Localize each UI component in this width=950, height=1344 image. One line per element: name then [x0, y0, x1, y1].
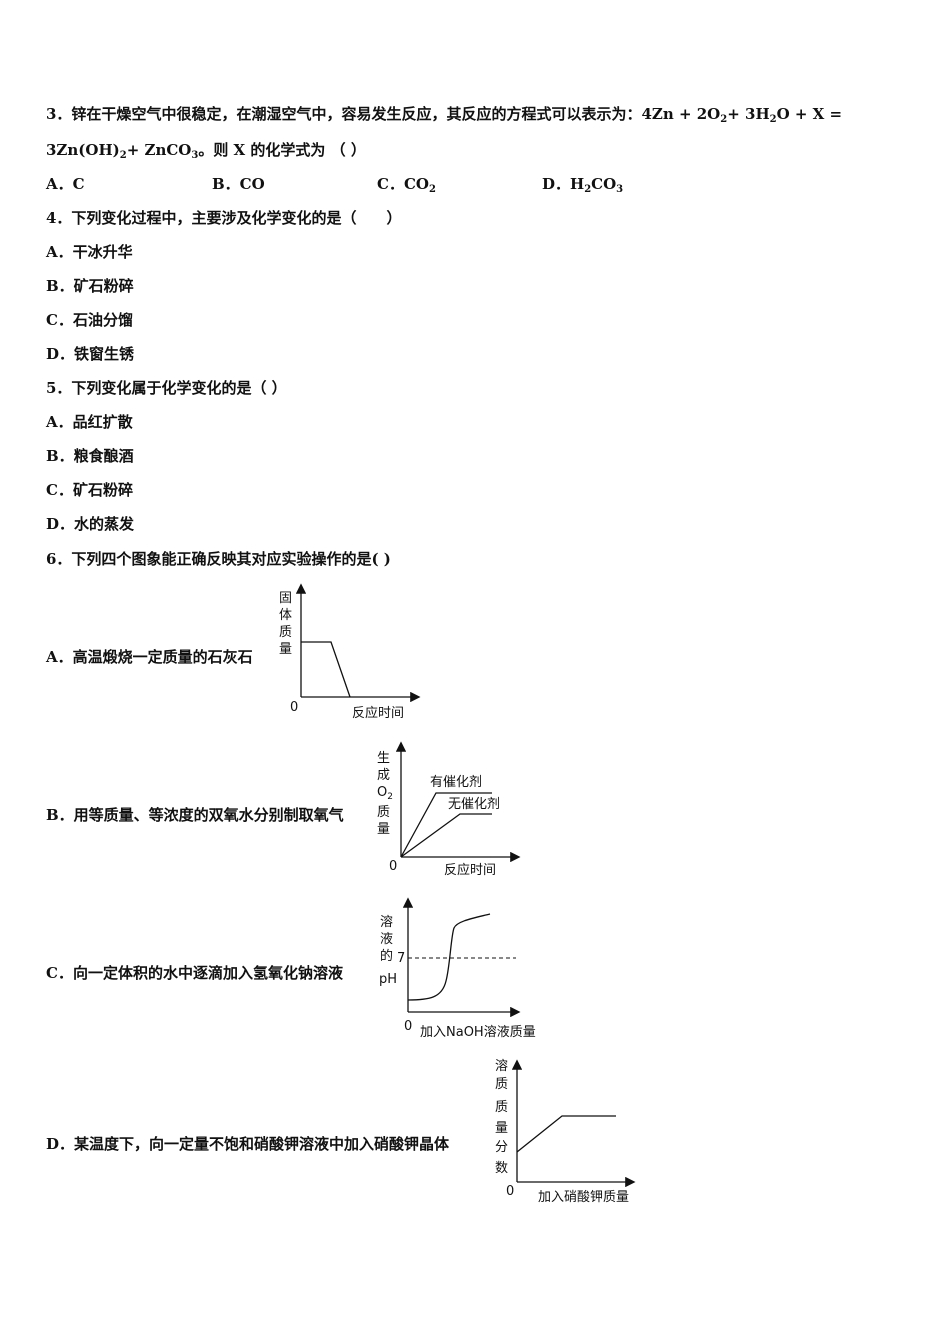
- x-label: 加入硝酸钾质量: [538, 1190, 629, 1205]
- series-without-catalyst: 无催化剂: [448, 797, 500, 812]
- curve-with-catalyst: [400, 792, 492, 858]
- series-with-catalyst: 有催化剂: [430, 775, 482, 790]
- q4-option-a: A．干冰升华: [46, 243, 133, 261]
- graph-a: 固 体 质 量 0 反应时间: [270, 578, 430, 727]
- q3-option-b: B．CO: [212, 175, 265, 193]
- curve-solid-mass: [301, 641, 351, 698]
- y-label-2: 质: [495, 1100, 508, 1115]
- y-label-0: 溶: [495, 1059, 508, 1074]
- q5-option-c: C．矿石粉碎: [46, 481, 133, 499]
- y-label-3: 量: [495, 1121, 508, 1136]
- tick-7: 7: [397, 951, 405, 966]
- curve-without-catalyst: [400, 813, 492, 858]
- curve-mass-fraction: [516, 1115, 616, 1153]
- q4-option-c: C．石油分馏: [46, 311, 133, 329]
- q4-stem: 4．下列变化过程中，主要涉及化学变化的是（ ）: [46, 209, 402, 227]
- x-label: 反应时间: [444, 862, 496, 878]
- y-label-0: 固: [279, 591, 292, 606]
- q6-stem: 6．下列四个图象能正确反映其对应实验操作的是( ): [46, 550, 391, 568]
- q3-option-d: D．H2CO3: [542, 175, 624, 195]
- y-label-0: 溶: [380, 915, 393, 930]
- y-label-2: 的: [380, 948, 393, 964]
- q4-option-d: D．铁窗生锈: [46, 345, 135, 363]
- q3-line2: 3Zn(OH)2+ ZnCO3。则 X 的化学式为 （ ）: [46, 141, 366, 161]
- origin: 0: [404, 1019, 412, 1034]
- y-label-2: 质: [279, 625, 292, 640]
- graph-b: 有催化剂 无催化剂 生 成 O2 质 量 0 反应时间: [372, 738, 532, 887]
- y-label-5: 数: [495, 1161, 508, 1176]
- y-label-0: 生: [377, 751, 390, 766]
- q5-option-a: A．品红扩散: [46, 413, 133, 431]
- y-label-2: O2: [377, 785, 393, 802]
- curve-ph: [407, 913, 491, 1001]
- graph-d: 溶 质 质 量 分 数 0 加入硝酸钾质量: [486, 1056, 656, 1212]
- y-label-1: 成: [377, 768, 390, 783]
- x-label: 反应时间: [352, 705, 404, 721]
- q3-option-c: C．CO2: [377, 175, 436, 195]
- y-label-1: 质: [495, 1077, 508, 1092]
- q5-stem: 5．下列变化属于化学变化的是（ ）: [46, 379, 287, 397]
- y-label-1: 液: [380, 932, 393, 947]
- q4-option-b: B．矿石粉碎: [46, 277, 134, 295]
- y-label-4: 分: [495, 1140, 508, 1155]
- y-label-3: 量: [279, 642, 292, 657]
- q3-option-a: A．C: [46, 175, 85, 193]
- q5-option-d: D．水的蒸发: [46, 515, 135, 533]
- q6-option-b-label: B．用等质量、等浓度的双氧水分别制取氧气: [46, 806, 344, 824]
- q5-option-b: B．粮食酿酒: [46, 447, 134, 465]
- origin: 0: [290, 700, 298, 715]
- y-label-1: 体: [279, 608, 292, 623]
- q6-option-c-label: C．向一定体积的水中逐滴加入氢氧化钠溶液: [46, 964, 343, 982]
- q3-line1: 3．锌在干燥空气中很稳定，在潮湿空气中，容易发生反应，其反应的方程式可以表示为：…: [46, 105, 843, 125]
- x-label: 加入NaOH溶液质量: [420, 1025, 536, 1040]
- q6-option-a-label: A．高温煅烧一定质量的石灰石: [46, 648, 253, 666]
- q6-option-d-label: D．某温度下，向一定量不饱和硝酸钾溶液中加入硝酸钾晶体: [46, 1135, 450, 1153]
- y-label-4: 量: [377, 822, 390, 837]
- y-label-3: 质: [377, 805, 390, 820]
- origin: 0: [506, 1184, 514, 1199]
- y-label-3: pH: [379, 972, 397, 987]
- origin: 0: [389, 859, 397, 874]
- graph-c: 溶 液 的 pH 7 0 加入NaOH溶液质量: [374, 896, 554, 1048]
